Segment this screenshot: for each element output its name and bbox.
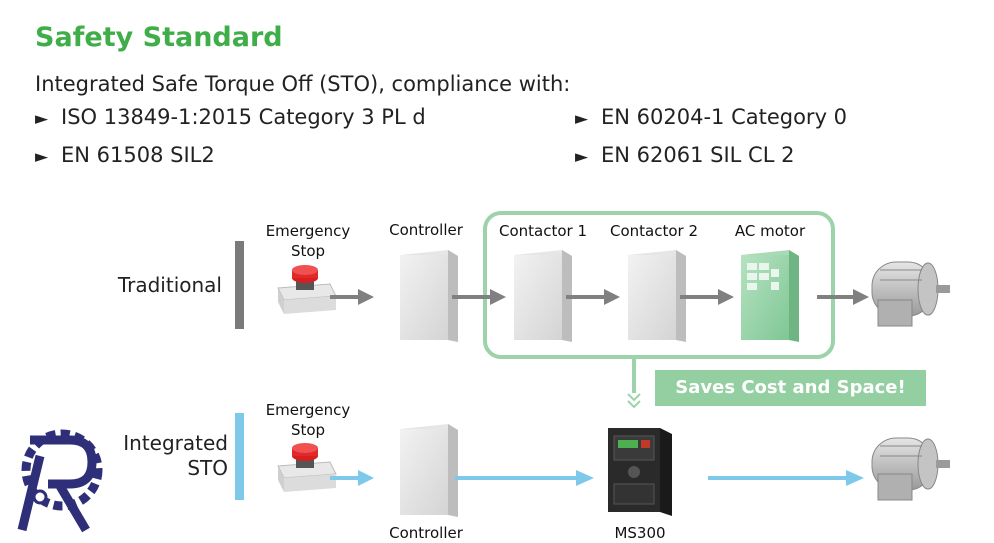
contactor1-label: Contactor 1 — [498, 222, 587, 240]
controller-label: Controller — [389, 221, 463, 239]
page-title: Safety Standard — [35, 22, 283, 53]
bullet-icon: ► — [575, 109, 589, 129]
integrated-bar — [235, 413, 244, 500]
highlight-frame — [483, 211, 835, 359]
saves-cost-callout: Saves Cost and Space! — [655, 370, 926, 406]
traditional-arrows — [330, 289, 869, 305]
double-chevron-down-icon — [627, 393, 641, 409]
standard-item: ► ISO 13849-1:2015 Category 3 PL d — [35, 105, 426, 129]
controller-label: Controller — [389, 524, 463, 542]
emergency-stop-icon — [277, 443, 337, 492]
drive-label: MS300 — [614, 524, 666, 542]
electric-motor-icon — [871, 261, 950, 327]
ac-motor-label: AC motor — [734, 222, 806, 240]
ms300-drive-icon — [608, 428, 672, 516]
standard-item: ► EN 60204-1 Category 0 — [575, 105, 847, 129]
standard-text: ISO 13849-1:2015 Category 3 PL d — [61, 105, 426, 129]
controller-icon — [400, 424, 458, 517]
company-logo-icon — [17, 429, 103, 533]
traditional-bar — [235, 241, 244, 329]
bullet-icon: ► — [35, 147, 49, 167]
intro-text: Integrated Safe Torque Off (STO), compli… — [35, 72, 571, 96]
bullet-icon: ► — [575, 147, 589, 167]
electric-motor-icon — [871, 437, 950, 501]
standard-item: ► EN 62061 SIL CL 2 — [575, 143, 794, 167]
bullet-icon: ► — [35, 109, 49, 129]
standard-item: ► EN 61508 SIL2 — [35, 143, 215, 167]
integrated-label: Integrated STO — [123, 431, 228, 480]
integrated-arrows — [330, 470, 864, 486]
ac-drive-icon — [741, 250, 799, 342]
emergency-stop-label: Emergency Stop — [265, 222, 351, 260]
emergency-stop-label: Emergency Stop — [265, 401, 351, 439]
emergency-stop-icon — [277, 265, 337, 314]
standard-text: EN 61508 SIL2 — [61, 143, 215, 167]
standard-text: EN 62061 SIL CL 2 — [601, 143, 795, 167]
contactor2-icon — [628, 250, 686, 342]
traditional-label: Traditional — [117, 273, 222, 297]
contactor1-icon — [514, 250, 572, 342]
standard-text: EN 60204-1 Category 0 — [601, 105, 848, 129]
contactor2-label: Contactor 2 — [609, 222, 698, 240]
controller-icon — [400, 250, 458, 342]
